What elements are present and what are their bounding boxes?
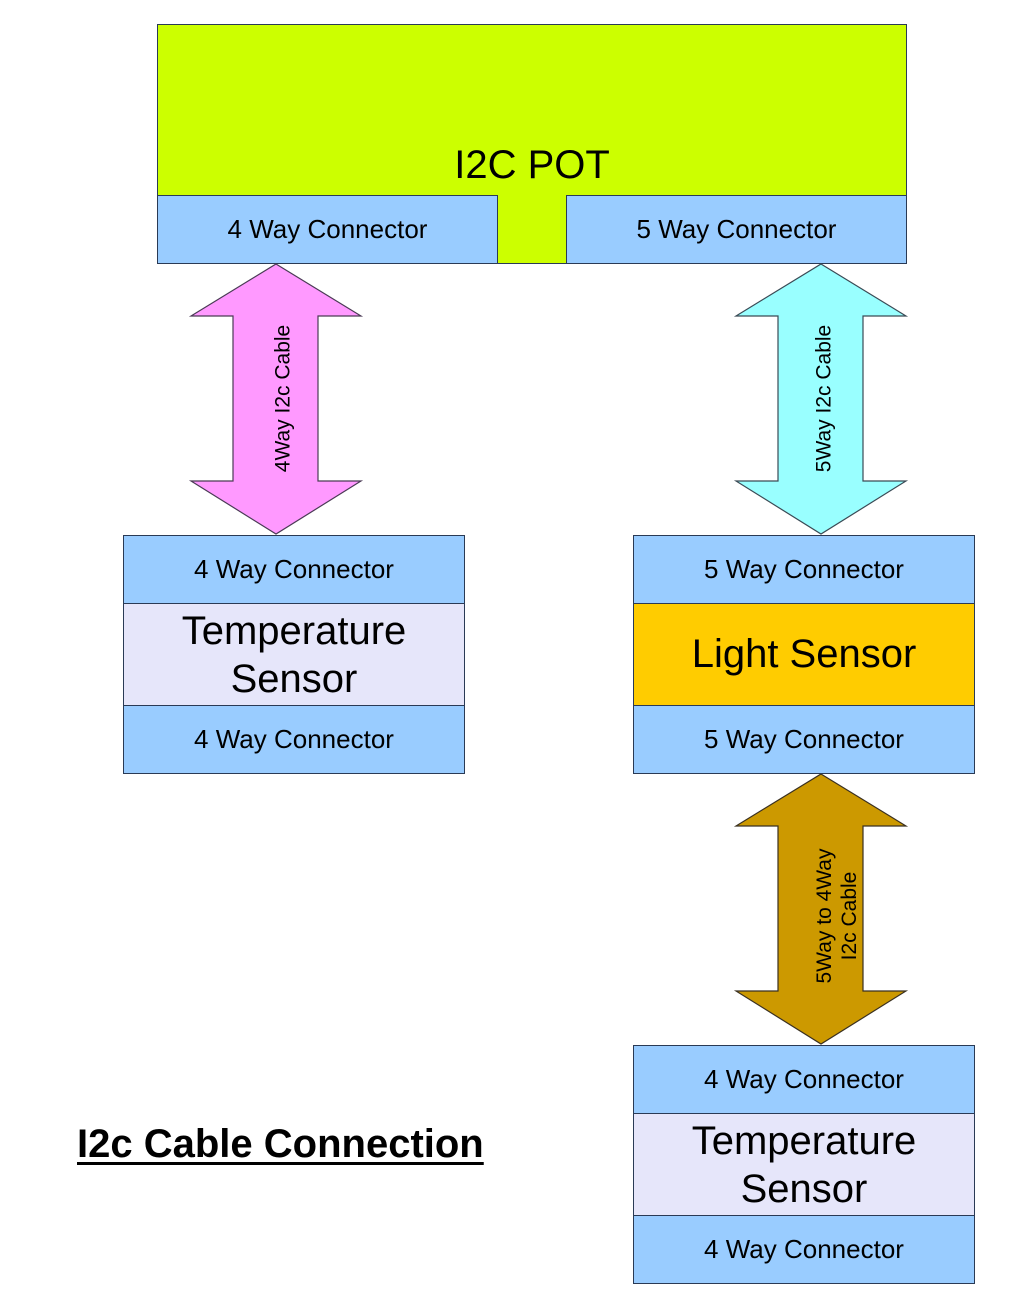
light-top-connector: 5 Way Connector — [633, 535, 975, 604]
temp-right-name-line2: Sensor — [740, 1166, 868, 1211]
temp-left-bottom-connector: 4 Way Connector — [123, 705, 465, 774]
cable-label-line1: 5Way to 4Way — [813, 848, 836, 984]
temp-left-name-line1: Temperature — [181, 608, 407, 653]
cable-label-5way-to-4way: 5Way to 4Way I2c Cable — [812, 816, 862, 1016]
arrow-shape-5way-to-4way — [733, 773, 909, 1045]
light-bottom-connector: 5 Way Connector — [633, 705, 975, 774]
arrow-shape-5way — [733, 263, 909, 535]
temp-left-sensor-body: Temperature Sensor — [123, 603, 465, 706]
cable-arrow-5way — [733, 263, 909, 535]
pot-4way-connector: 4 Way Connector — [157, 195, 498, 264]
temp-right-name-line1: Temperature — [691, 1118, 917, 1163]
cable-arrow-5way-to-4way — [733, 773, 909, 1045]
cable-label-4way: 4Way I2c Cable — [271, 324, 295, 473]
temp-right-top-connector: 4 Way Connector — [633, 1045, 975, 1114]
pot-5way-connector: 5 Way Connector — [566, 195, 907, 264]
temp-right-bottom-connector: 4 Way Connector — [633, 1215, 975, 1284]
temp-right-sensor-body: Temperature Sensor — [633, 1113, 975, 1216]
light-sensor-body: Light Sensor — [633, 603, 975, 706]
arrow-shape-4way — [188, 263, 364, 535]
diagram-caption: I2c Cable Connection — [77, 1122, 484, 1166]
cable-arrow-4way — [188, 263, 364, 535]
cable-label-line2: I2c Cable — [838, 871, 861, 961]
temp-left-name-line2: Sensor — [230, 656, 358, 701]
pot-title: I2C POT — [454, 143, 610, 187]
cable-label-5way: 5Way I2c Cable — [812, 324, 836, 473]
temp-left-top-connector: 4 Way Connector — [123, 535, 465, 604]
